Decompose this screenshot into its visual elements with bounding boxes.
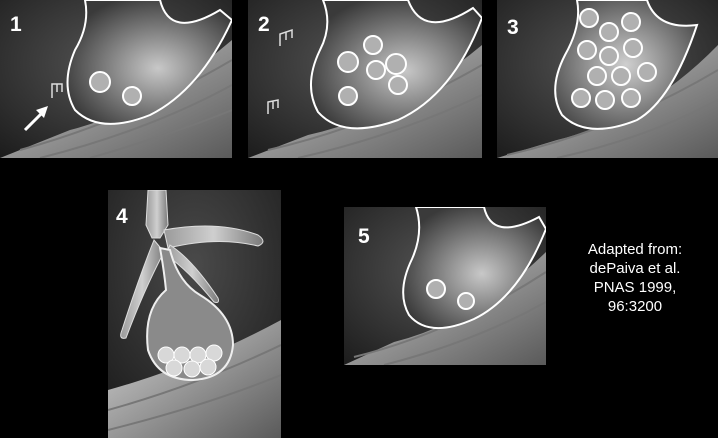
synapse-illustration-3 [497,0,718,158]
citation-line: Adapted from: [560,240,710,259]
panel-5: 5 [344,207,546,365]
panel-4: 4 [108,190,281,438]
synapse-illustration-5 [344,207,546,365]
panel-3: 3 [497,0,718,158]
citation-line: PNAS 1999, [560,278,710,297]
synapse-illustration-1 [0,0,232,158]
panel-number: 2 [258,14,270,35]
panel-number: 3 [507,17,519,38]
synapse-illustration-2 [248,0,482,158]
citation-line: dePaiva et al. [560,259,710,278]
panel-2: 2 [248,0,482,158]
citation-line: 96:3200 [560,297,710,316]
panel-number: 5 [358,226,370,247]
citation: Adapted from: dePaiva et al. PNAS 1999, … [560,240,710,316]
synapse-illustration-4 [108,190,281,438]
panel-1: 1 [0,0,232,158]
panel-number: 1 [10,14,22,35]
panel-number: 4 [116,206,128,227]
